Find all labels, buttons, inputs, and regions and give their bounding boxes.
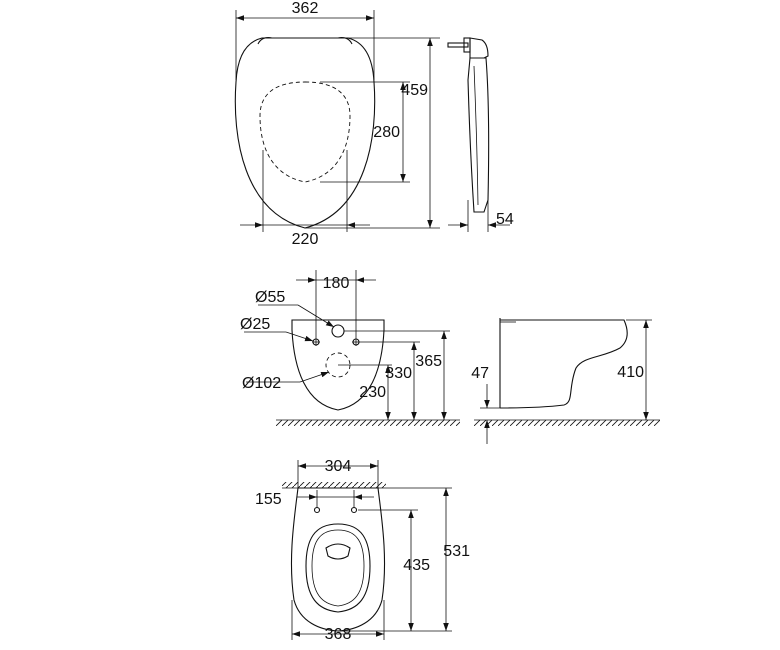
total-length-label: 531 [443,543,470,560]
seat-width-label: 362 [292,0,319,17]
seat-height-label: 459 [401,82,428,99]
total-height-label: 410 [617,364,644,381]
seat-inner-width-label: 220 [292,231,319,248]
outlet-diameter-label: Ø102 [242,375,281,392]
bowl-side-outline [499,319,628,409]
flush-outlet [325,543,351,560]
bowl-top-view: 304 155 435 531 368 [255,458,470,643]
bowl-width-bottom-label: 368 [325,626,352,643]
hole-spacing-label: 180 [323,275,350,292]
seat-thickness-label: 54 [496,211,514,228]
bowl-side-view: 47 410 [471,318,660,444]
large-hole-height-label: 365 [415,353,442,370]
bowl-front-view: 180 Ø55 Ø25 Ø102 230 330 365 [240,270,460,426]
bowl-front-outline [291,319,385,411]
bowl-width-top-label: 304 [325,458,352,475]
seat-inner-height-label: 280 [373,124,400,141]
seat-side-profile [467,57,490,213]
seat-hinge [257,37,353,45]
floor-gap-label: 47 [471,365,489,382]
seat-inner-opening [259,81,351,183]
large-hole-diameter-label: Ø55 [255,289,285,306]
inner-length-label: 435 [403,557,430,574]
seat-top-view: 362 459 280 220 [234,0,440,248]
small-hole-diameter-label: Ø25 [240,316,270,333]
seat-outline [234,37,376,229]
seat-side-view: 54 [447,37,514,232]
fixing-spacing-label: 155 [255,491,282,508]
outlet-height-label: 230 [359,384,386,401]
small-hole-height-label: 330 [385,365,412,382]
